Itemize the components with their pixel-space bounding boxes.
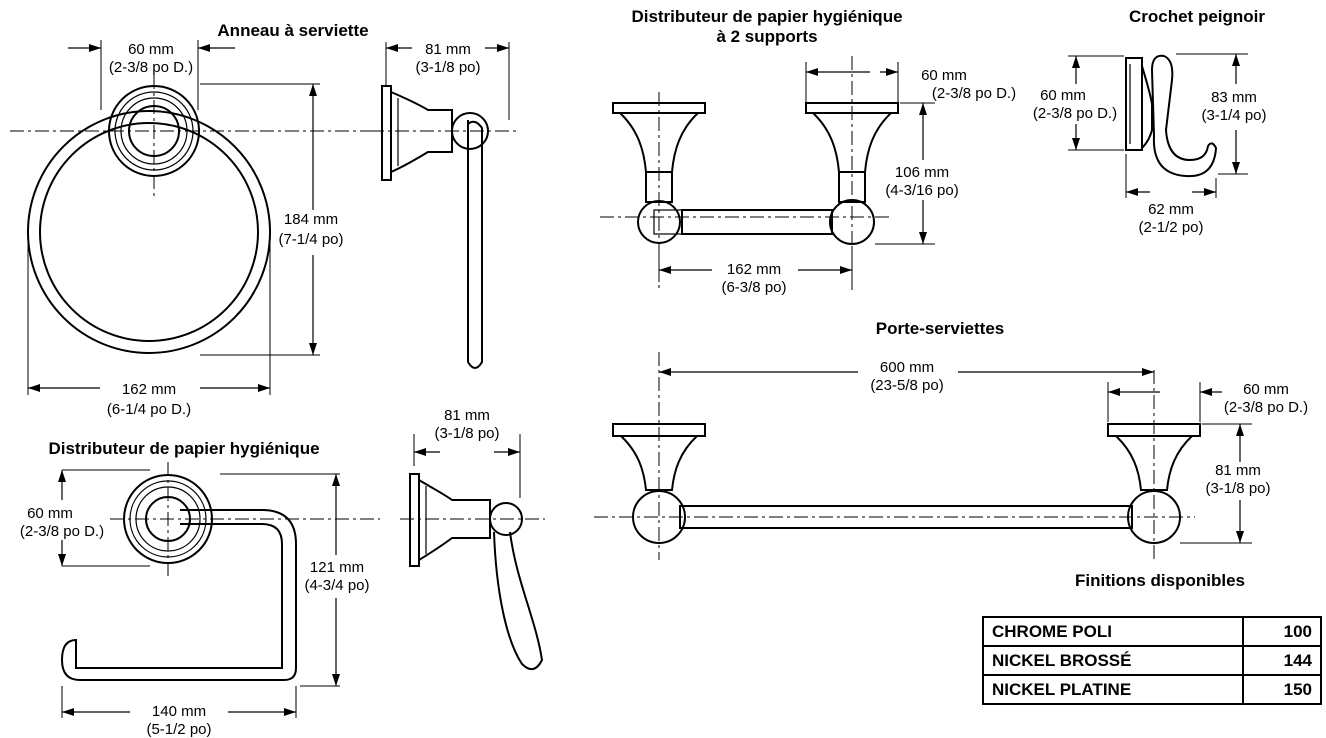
- hook-projection-in: (2-1/2 po): [1138, 219, 1203, 236]
- finish-name: CHROME POLI: [982, 616, 1244, 647]
- towel-ring-title: Anneau à serviette: [217, 21, 368, 40]
- finish-code: 144: [1242, 645, 1322, 676]
- towel-bar-title: Porte-serviettes: [876, 319, 1005, 338]
- ring-width-mm: 60 mm: [128, 41, 174, 58]
- tp-height-in: (4-3/4 po): [304, 577, 369, 594]
- finish-row: NICKEL PLATINE 150: [982, 674, 1322, 705]
- finish-code: 100: [1242, 616, 1322, 647]
- bar-base-mm: 60 mm: [1243, 381, 1289, 398]
- robe-hook-title: Crochet peignoir: [1129, 7, 1265, 26]
- ring-projection-mm: 81 mm: [425, 41, 471, 58]
- tp-holder-title: Distributeur de papier hygiénique: [48, 439, 319, 458]
- bar-projection-mm: 81 mm: [1215, 462, 1261, 479]
- bar-length-in: (23-5/8 po): [870, 377, 943, 394]
- bar-base-in: (2-3/8 po D.): [1224, 399, 1308, 416]
- tp2-title-line1: Distributeur de papier hygiénique: [631, 7, 902, 26]
- tp2-height-in: (4-3/16 po): [885, 182, 958, 199]
- tp2-width-in: (6-3/8 po): [721, 279, 786, 296]
- finish-code: 150: [1242, 674, 1322, 705]
- ring-height-in: (7-1/4 po): [278, 231, 343, 248]
- tp2-width-mm: 162 mm: [727, 261, 781, 278]
- tp2-base-in: (2-3/8 po D.): [932, 85, 1016, 102]
- ring-diameter-in: (6-1/4 po D.): [107, 401, 191, 418]
- ring-width-in: (2-3/8 po D.): [109, 59, 193, 76]
- tp2-title-line2: à 2 supports: [716, 27, 817, 46]
- tp-2post-view: Distributeur de papier hygiénique à 2 su…: [600, 7, 1016, 296]
- finishes-title: Finitions disponibles: [1075, 571, 1245, 590]
- tp-holder-front-view: Distributeur de papier hygiénique 60 mm …: [20, 439, 380, 738]
- robe-hook-view: Crochet peignoir 60 mm (2-3/8 po D.) 83 …: [1033, 7, 1267, 236]
- tp-base-mm: 60 mm: [27, 505, 73, 522]
- ring-projection-in: (3-1/8 po): [415, 59, 480, 76]
- towel-bar-view: Porte-serviettes 600 mm (23-5/8 po) 60 m…: [594, 319, 1308, 560]
- ring-diameter-mm: 162 mm: [122, 381, 176, 398]
- hook-projection-mm: 62 mm: [1148, 201, 1194, 218]
- tp-width-in: (5-1/2 po): [146, 721, 211, 738]
- tp-base-in: (2-3/8 po D.): [20, 523, 104, 540]
- hook-base-in: (2-3/8 po D.): [1033, 105, 1117, 122]
- tp2-height-mm: 106 mm: [895, 164, 949, 181]
- tp-height-mm: 121 mm: [310, 559, 364, 576]
- tp-projection-mm: 81 mm: [444, 407, 490, 424]
- finishes-table: CHROME POLI 100 NICKEL BROSSÉ 144 NICKEL…: [982, 616, 1322, 705]
- tp-holder-side-view: 81 mm (3-1/8 po): [400, 407, 545, 671]
- finish-row: CHROME POLI 100: [982, 616, 1322, 647]
- hook-height-mm: 83 mm: [1211, 89, 1257, 106]
- bar-projection-in: (3-1/8 po): [1205, 480, 1270, 497]
- finish-name: NICKEL BROSSÉ: [982, 645, 1244, 676]
- finish-name: NICKEL PLATINE: [982, 674, 1244, 705]
- finish-row: NICKEL BROSSÉ 144: [982, 645, 1322, 676]
- towel-ring-front-view: Anneau à serviette 60 mm (2-3/8 po D.) 1…: [10, 21, 375, 418]
- hook-height-in: (3-1/4 po): [1201, 107, 1266, 124]
- tp-projection-in: (3-1/8 po): [434, 425, 499, 442]
- hook-base-mm: 60 mm: [1040, 87, 1086, 104]
- tp2-base-mm: 60 mm: [921, 67, 967, 84]
- bar-length-mm: 600 mm: [880, 359, 934, 376]
- towel-ring-side-view: 81 mm (3-1/8 po): [370, 41, 520, 369]
- ring-height-mm: 184 mm: [284, 211, 338, 228]
- tp-width-mm: 140 mm: [152, 703, 206, 720]
